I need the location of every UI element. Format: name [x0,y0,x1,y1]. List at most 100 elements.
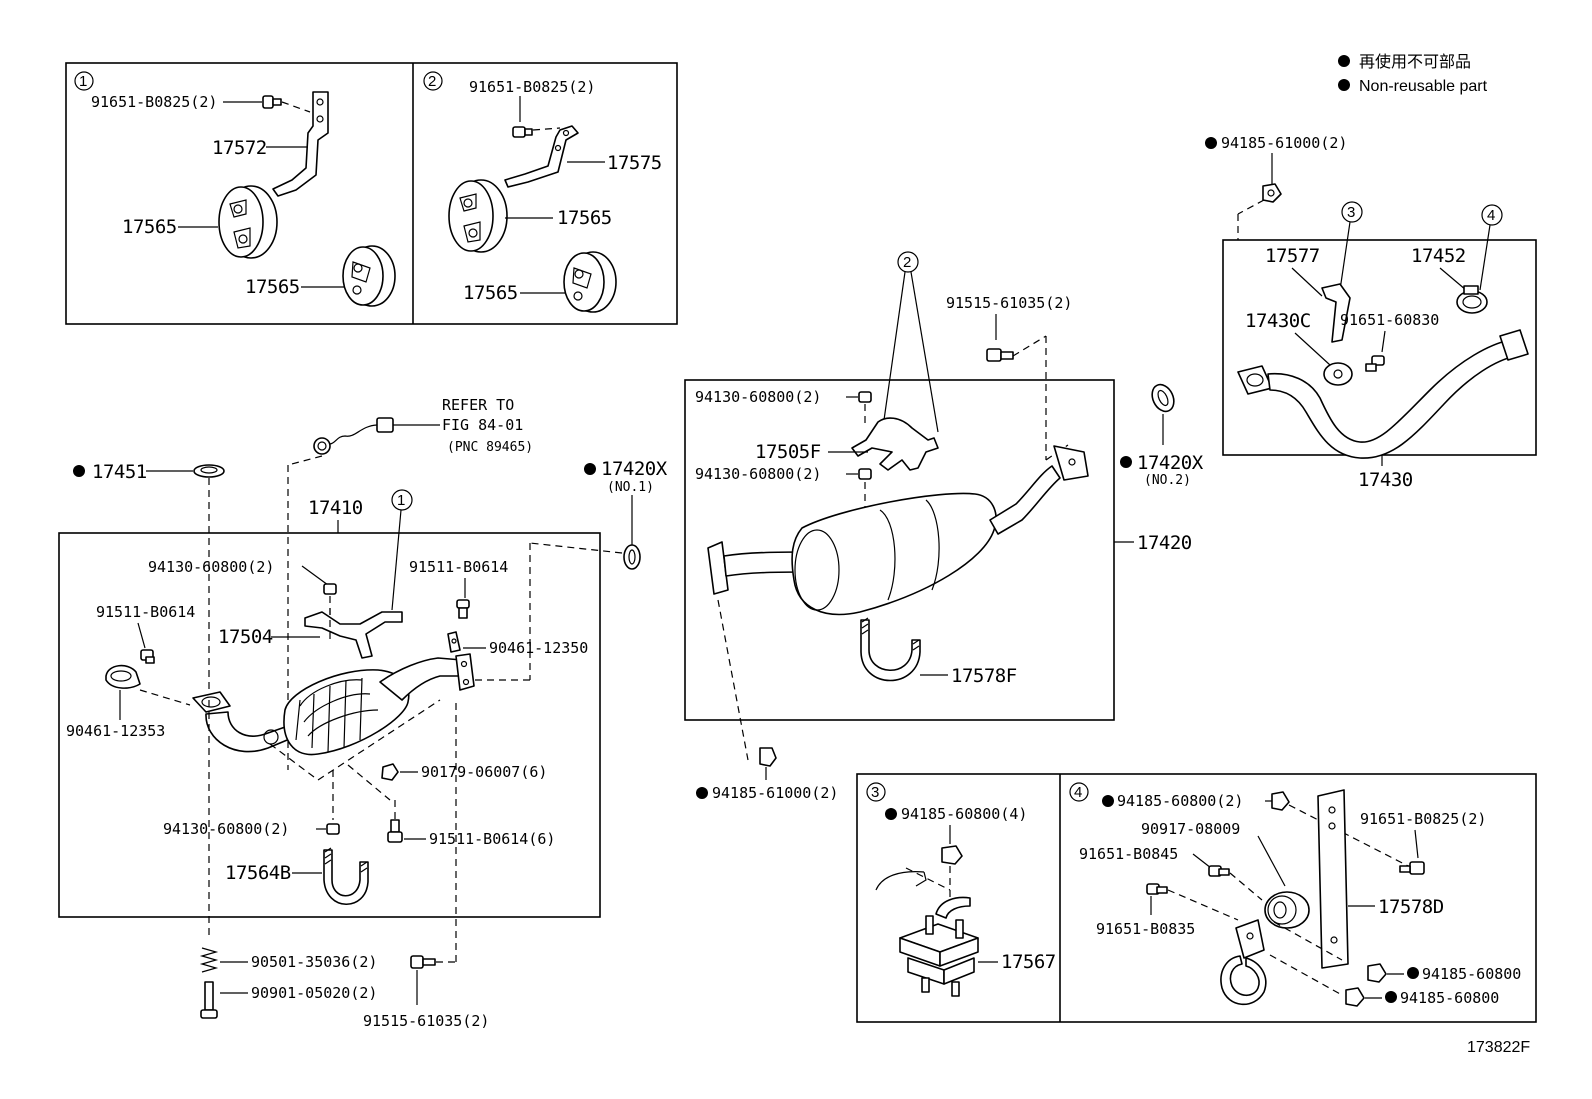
nut-icon [323,583,337,595]
label-17420: 17420 [1137,532,1192,554]
front-pipe-panel [58,532,601,918]
label-17565-b: 17565 [245,276,300,298]
label-94130-60800-top: 94130-60800(2) [148,558,274,576]
label-17505f: 17505F [755,441,821,463]
bolt-icon [1399,861,1425,875]
hanger-strap-icon [1220,919,1267,1006]
group-marker-2 [423,71,443,91]
u-bolt-icon [860,617,921,682]
group-marker-1-ref-label: 1 [397,492,405,509]
label-17565-a: 17565 [122,216,177,238]
label-91651-b0825-g2: 91651-B0825(2) [469,78,595,96]
non-reusable-dot-icon [1407,967,1419,979]
rubber-hanger-icon [218,185,278,259]
label-90901-05020: 90901-05020(2) [251,984,377,1002]
group-marker-2-ref-label: 2 [903,254,911,271]
bracket-17577 [1321,283,1351,343]
label-90179-06007: 90179-06007(6) [421,763,547,781]
nut-icon [326,823,340,835]
damper-icon [1264,891,1310,929]
label-90461-12350: 90461-12350 [489,639,588,657]
refer-to-line1: REFER TO [442,396,514,414]
label-17420x-no1: 17420X [601,458,668,480]
non-reusable-dot-icon [1205,137,1217,149]
label-91515-61035-top: 91515-61035(2) [946,294,1072,312]
label-17430c: 17430C [1245,310,1311,332]
label-17420x-no2-sub: (NO.2) [1144,473,1191,488]
label-91515-61035-bottom: 91515-61035(2) [363,1012,489,1030]
nut-icon [1262,183,1282,203]
group-marker-1-ref [391,489,413,511]
bolt-icon [200,981,218,1019]
label-17564b: 17564B [225,862,291,884]
refer-to-line3: (PNC 89465) [447,440,533,455]
non-reusable-dot-icon [1338,55,1350,67]
non-reusable-dot-icon [1338,79,1350,91]
hanger-detail-panel [65,62,678,325]
label-17578f: 17578F [951,665,1017,687]
non-reusable-dot-icon [696,787,708,799]
label-17420x-no2: 17420X [1137,452,1204,474]
mount-detail-panel [856,773,1537,1023]
non-reusable-dot-icon [1120,456,1132,468]
clamp-icon [447,631,461,653]
group-marker-3-ref [1341,201,1363,223]
bolt-icon [387,819,403,843]
label-91651-b0825-g4: 91651-B0825(2) [1360,810,1486,828]
center-muffler-panel [684,379,1115,721]
oxygen-sensor-icon [313,417,394,455]
group-1: 1 91651-B0825(2) 17572 17565 [74,71,396,307]
label-17430: 17430 [1358,469,1413,491]
u-bolt-icon [323,847,369,905]
bolt-icon [262,95,282,109]
label-91651-b0825: 91651-B0825(2) [91,93,217,111]
group-marker-4-label: 4 [1074,784,1082,801]
label-91651-b0835: 91651-B0835 [1096,920,1195,938]
label-94130-60800-a: 94130-60800(2) [695,388,821,406]
nut-icon [759,747,777,767]
label-91511-b0614-right: 91511-B0614 [409,558,508,576]
group-marker-1 [74,71,94,91]
bracket-17505f [851,417,939,471]
non-reusable-dot-icon [885,808,897,820]
figure-id: 173822F [1467,1039,1530,1056]
center-muffler [707,445,1089,616]
center-muffler-group: 91515-61035(2) 2 94130-60800(2) 17505F 9… [684,251,1204,802]
non-reusable-dot-icon [584,463,596,475]
label-17420x-no1-sub: (NO.1) [607,480,654,495]
label-17565-d: 17565 [463,282,518,304]
group-marker-3-ref-label: 3 [1347,204,1355,221]
group-marker-2-label: 2 [428,73,436,90]
label-17575: 17575 [607,152,662,174]
non-reusable-dot-icon [1385,991,1397,1003]
label-17567: 17567 [1001,951,1056,973]
nut-icon [1345,987,1365,1007]
legend-english: Non-reusable part [1359,78,1488,95]
refer-to-line2: FIG 84-01 [442,416,523,434]
bolt-icon [140,649,155,664]
nut-icon [381,763,399,781]
label-94185-60800-r1: 94185-60800 [1422,965,1521,983]
label-17578d: 17578D [1378,896,1444,918]
legend-japanese: 再使用不可部品 [1359,53,1471,71]
group-marker-4-ref-label: 4 [1487,207,1495,224]
group-marker-2-ref [897,251,919,273]
label-90917-08009: 90917-08009 [1141,820,1240,838]
group-4: 4 94185-60800(2) 17578D 91651-B0825(2) 9… [1069,782,1521,1007]
nut-icon [858,468,872,480]
non-reusable-dot-icon [73,465,85,477]
label-90501-35036: 90501-35036(2) [251,953,377,971]
label-94130-60800-b: 94130-60800(2) [695,465,821,483]
label-17452: 17452 [1411,245,1466,267]
nut-icon [858,391,872,403]
nut-icon [1367,963,1387,983]
clamp-icon [1456,285,1488,314]
bracket-17504 [304,611,403,659]
bracket-17578d [1317,789,1349,969]
rubber-hanger-icon [342,245,396,307]
label-91651-60830: 91651-60830 [1340,311,1439,329]
gasket-icon [1151,383,1175,413]
label-17577: 17577 [1265,245,1320,267]
label-17410: 17410 [308,497,363,519]
